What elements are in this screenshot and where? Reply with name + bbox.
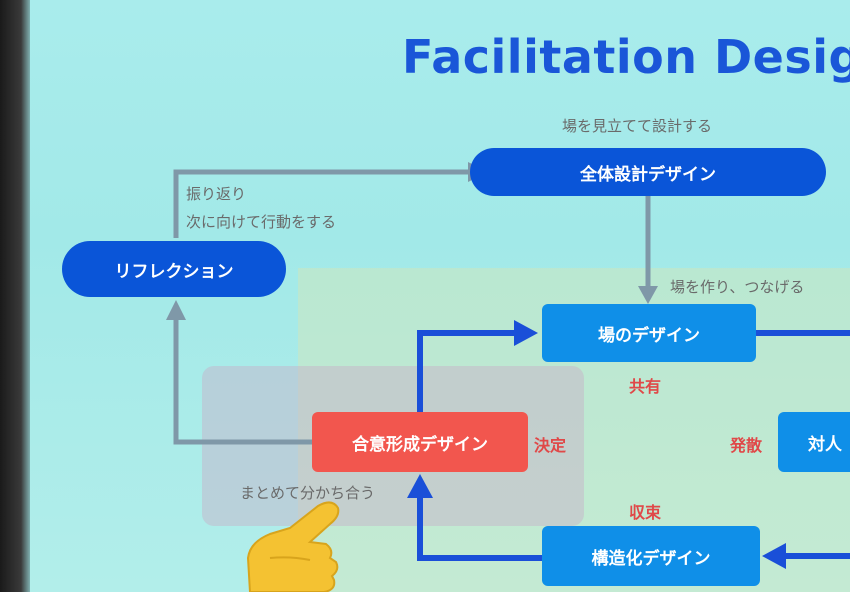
place-caption: 場を作り、つなげる (670, 278, 805, 296)
node-overall-design: 全体設計デザイン (470, 148, 826, 196)
node-reflection: リフレクション (62, 241, 286, 297)
reflect-caption-1: 振り返り (186, 185, 247, 203)
node-structure-design: 構造化デザイン (542, 526, 760, 586)
arrowhead-reflection (166, 300, 186, 320)
flow-arrows (166, 162, 850, 569)
arrowhead-consensus-blue (407, 474, 433, 498)
consensus-caption: まとめて分かち合う (240, 484, 376, 502)
node-place-design: 場のデザイン (542, 304, 756, 362)
reflect-caption-2: 次に向けて行動をする (186, 213, 337, 231)
pointing-hand-icon (246, 501, 340, 592)
phase-diverge: 発散 (730, 436, 763, 455)
slide-title: Facilitation Desig (402, 30, 850, 84)
node-interpersonal-design: 対人 (778, 412, 850, 472)
phase-share: 共有 (629, 377, 662, 396)
node-consensus-design: 合意形成デザイン (312, 412, 528, 472)
slide: Facilitation Desig 場を見立てて設計する 全体設計デザイン 振… (30, 0, 850, 592)
arrowhead-place-blue (514, 320, 538, 346)
arrow-consensus-to-reflection (173, 318, 312, 445)
screen-bezel (0, 0, 30, 592)
phase-converge: 収束 (629, 503, 662, 522)
phase-decide: 決定 (534, 436, 567, 455)
arrow-reflection-to-overall (173, 169, 468, 238)
arrowhead-place (638, 286, 658, 304)
arrowhead-structure-blue (762, 543, 786, 569)
arrow-structure-to-consensus (417, 496, 542, 561)
arrow-consensus-to-place (417, 330, 516, 412)
overall-caption: 場を見立てて設計する (562, 117, 713, 135)
